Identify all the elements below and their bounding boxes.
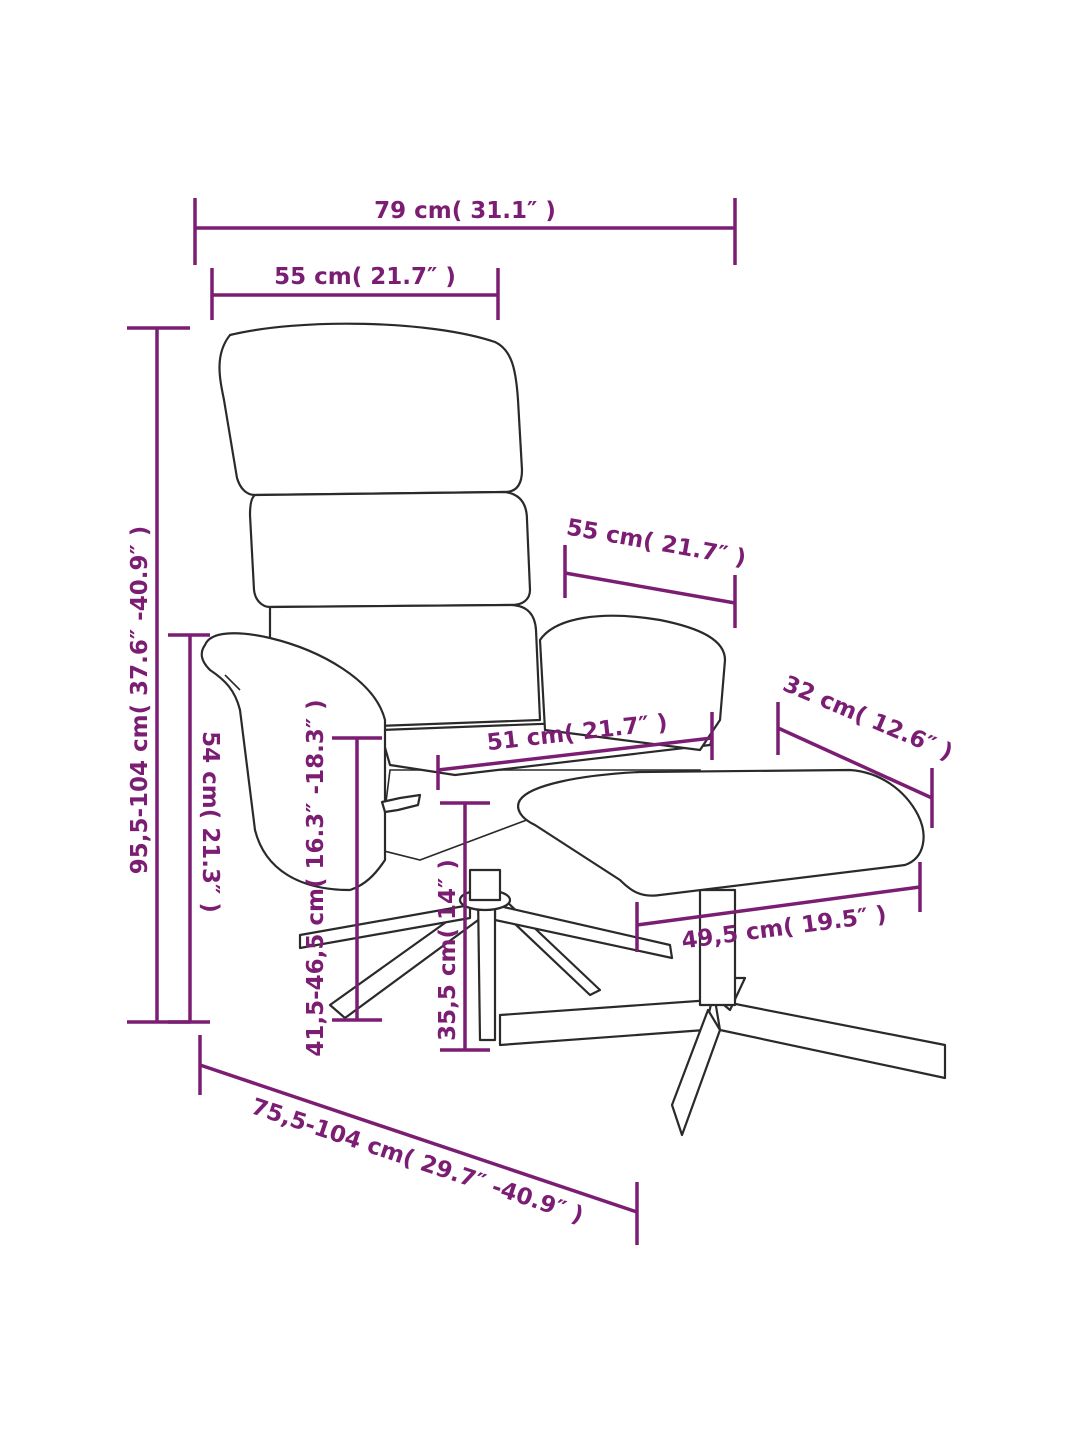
overall-width-label: 79 cm( 31.1″ ) xyxy=(374,198,556,224)
footstool-height-label: 35,5 cm( 14″ ) xyxy=(435,859,461,1041)
recliner-chair-drawing xyxy=(200,322,727,1042)
armrest-length-label: 55 cm( 21.7″ ) xyxy=(564,515,747,572)
overall-depth-label: 75,5-104 cm( 29.7″ -40.9″ ) xyxy=(248,1094,587,1229)
chair-back-cushion-upper xyxy=(248,490,532,609)
seat-height-label: 41,5-46,5 cm( 16.3″ -18.3″ ) xyxy=(303,699,329,1056)
overall-height-label: 95,5-104 cm( 37.6″ -40.9″ ) xyxy=(127,526,153,875)
chair-headrest xyxy=(218,322,524,497)
footstool-drawing xyxy=(498,768,947,1137)
chair-swivel-base xyxy=(298,868,674,1042)
armrest-height-label: 54 cm( 21.3″ ) xyxy=(197,731,223,913)
backrest-width-label: 55 cm( 21.7″ ) xyxy=(274,264,456,290)
chair-recline-lever xyxy=(380,793,422,814)
dimension-lines xyxy=(127,198,934,1245)
footstool-depth-label: 32 cm( 12.6″ ) xyxy=(779,671,956,766)
chair-right-armrest xyxy=(538,614,727,752)
footstool-cushion xyxy=(517,768,925,897)
chair-left-armrest xyxy=(200,632,387,892)
